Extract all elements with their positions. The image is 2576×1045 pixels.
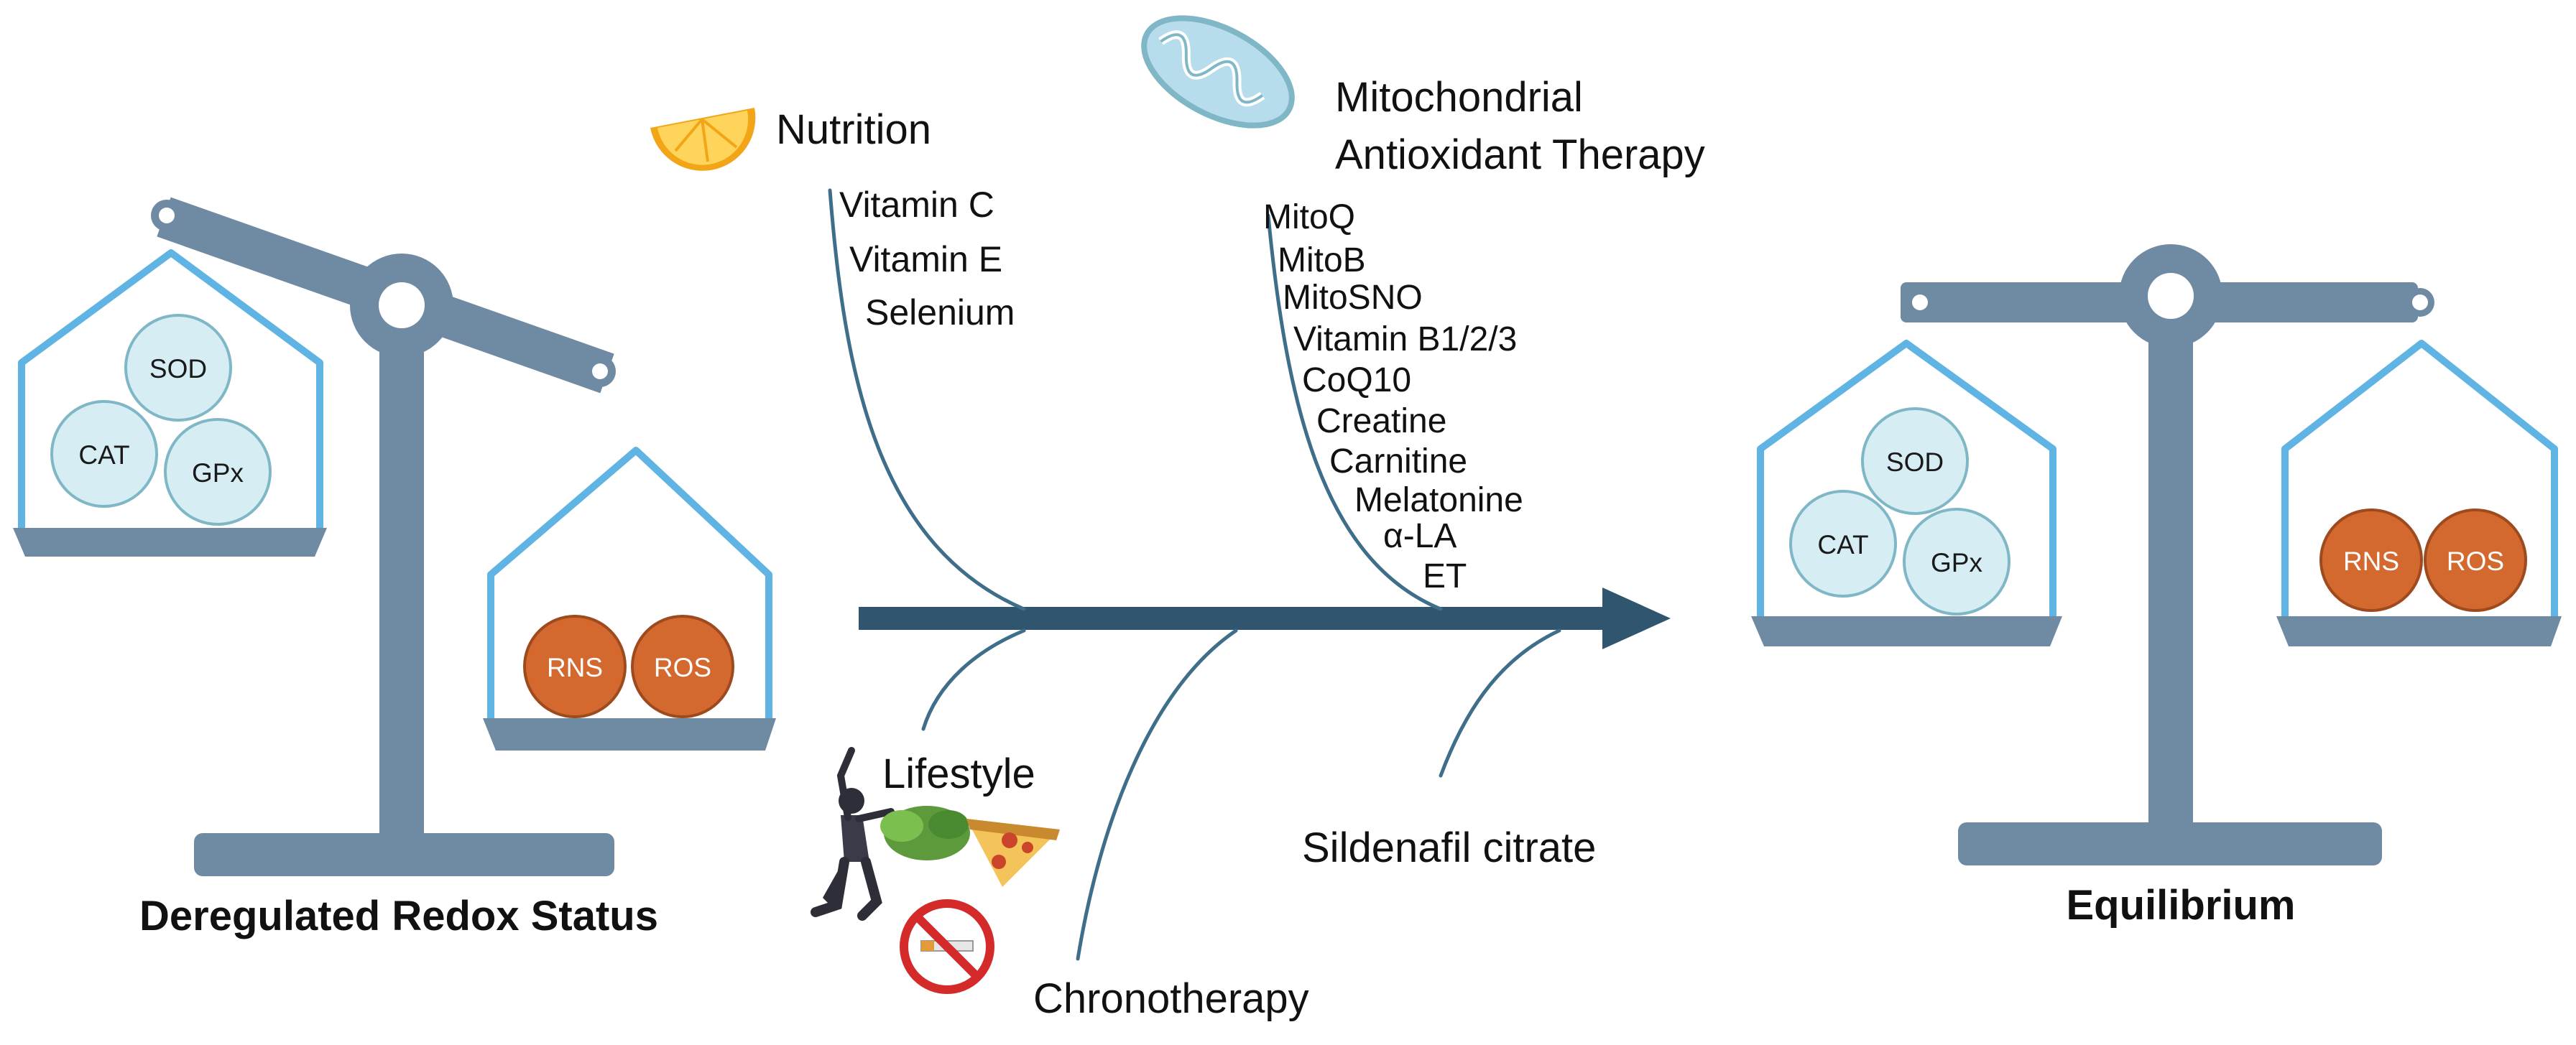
- left-scale: SOD CAT GPx RNS ROS Deregulat: [13, 197, 776, 939]
- sildenafil-label: Sildenafil citrate: [1302, 825, 1596, 871]
- mito-item: α-LA: [1383, 517, 1456, 555]
- mito-item: MitoB: [1278, 241, 1366, 279]
- left-enzyme-pan: SOD CAT GPx: [13, 249, 327, 557]
- mito-item: Melatonine: [1354, 481, 1523, 519]
- enzyme-cat: CAT: [50, 400, 158, 508]
- species-rns: RNS: [523, 615, 627, 718]
- svg-text:SOD: SOD: [1886, 447, 1944, 477]
- left-scale-caption: Deregulated Redox Status: [139, 893, 658, 939]
- svg-text:CAT: CAT: [1817, 530, 1868, 559]
- chrono-branch: [1076, 628, 1238, 961]
- mito-branch: [1266, 213, 1443, 611]
- right-enzyme-sod: SOD: [1861, 407, 1969, 515]
- lifestyle-group: Lifestyle: [811, 747, 1060, 994]
- mito-item: MitoSNO: [1283, 279, 1423, 317]
- svg-text:SOD: SOD: [149, 354, 207, 384]
- right-scale-base: [1958, 822, 2382, 865]
- enzyme-gpx: GPx: [164, 418, 272, 526]
- nutrition-title: Nutrition: [776, 106, 931, 153]
- svg-text:RNS: RNS: [2343, 547, 2399, 576]
- right-species-rns: RNS: [2319, 508, 2423, 612]
- food-icon: [880, 806, 1060, 887]
- right-enzyme-gpx: GPx: [1903, 508, 2011, 616]
- mito-group: Mitochondrial Antioxidant Therapy MitoQ …: [1141, 15, 1705, 595]
- nutrition-item: Vitamin E: [849, 239, 1002, 279]
- enzyme-sod: SOD: [124, 314, 232, 422]
- branch-lines: [828, 188, 1561, 961]
- svg-text:CAT: CAT: [78, 440, 129, 470]
- mitochondrion-icon: [1141, 15, 1295, 129]
- lifestyle-branch: [921, 628, 1026, 731]
- mito-item: CoQ10: [1302, 361, 1411, 399]
- chronotherapy-label: Chronotherapy: [1033, 975, 1309, 1022]
- svg-text:GPx: GPx: [192, 458, 244, 488]
- right-enzyme-cat: CAT: [1789, 490, 1897, 598]
- right-scale-caption: Equilibrium: [2067, 882, 2296, 929]
- left-species-pan: RNS ROS: [483, 447, 776, 751]
- mito-item: ET: [1423, 557, 1467, 595]
- svg-text:ROS: ROS: [654, 653, 711, 682]
- left-scale-pillar: [379, 309, 424, 840]
- svg-text:GPx: GPx: [1931, 548, 1982, 577]
- right-species-ros: ROS: [2424, 508, 2527, 612]
- right-enzyme-pan: SOD CAT GPx: [1751, 340, 2062, 646]
- left-scale-base: [194, 833, 614, 876]
- nutrition-group: Nutrition Vitamin C Vitamin E Selenium: [650, 106, 1015, 333]
- main-arrow: [859, 587, 1671, 649]
- nutrition-item: Selenium: [865, 292, 1015, 333]
- nutrition-branch: [828, 188, 1026, 611]
- species-ros: ROS: [631, 615, 734, 718]
- mito-item: MitoQ: [1263, 198, 1355, 236]
- orange-slice-icon: [650, 108, 756, 171]
- no-smoking-icon: [900, 899, 994, 994]
- sildenafil-branch: [1439, 628, 1561, 778]
- mito-title-line2: Antioxidant Therapy: [1335, 131, 1705, 178]
- svg-text:ROS: ROS: [2447, 547, 2504, 576]
- lifestyle-title: Lifestyle: [882, 751, 1035, 797]
- mito-title-line1: Mitochondrial: [1335, 74, 1583, 121]
- nutrition-item: Vitamin C: [839, 185, 994, 225]
- svg-text:RNS: RNS: [547, 653, 603, 682]
- mito-item: Vitamin B1/2/3: [1293, 320, 1517, 358]
- mito-item: Creatine: [1316, 402, 1446, 440]
- exercise-person-icon: [811, 747, 895, 921]
- right-scale: SOD CAT GPx RNS ROS Equilibrium: [1751, 244, 2562, 929]
- right-species-pan: RNS ROS: [2276, 340, 2562, 646]
- right-scale-pillar: [2148, 309, 2193, 826]
- mito-item: Carnitine: [1329, 442, 1467, 480]
